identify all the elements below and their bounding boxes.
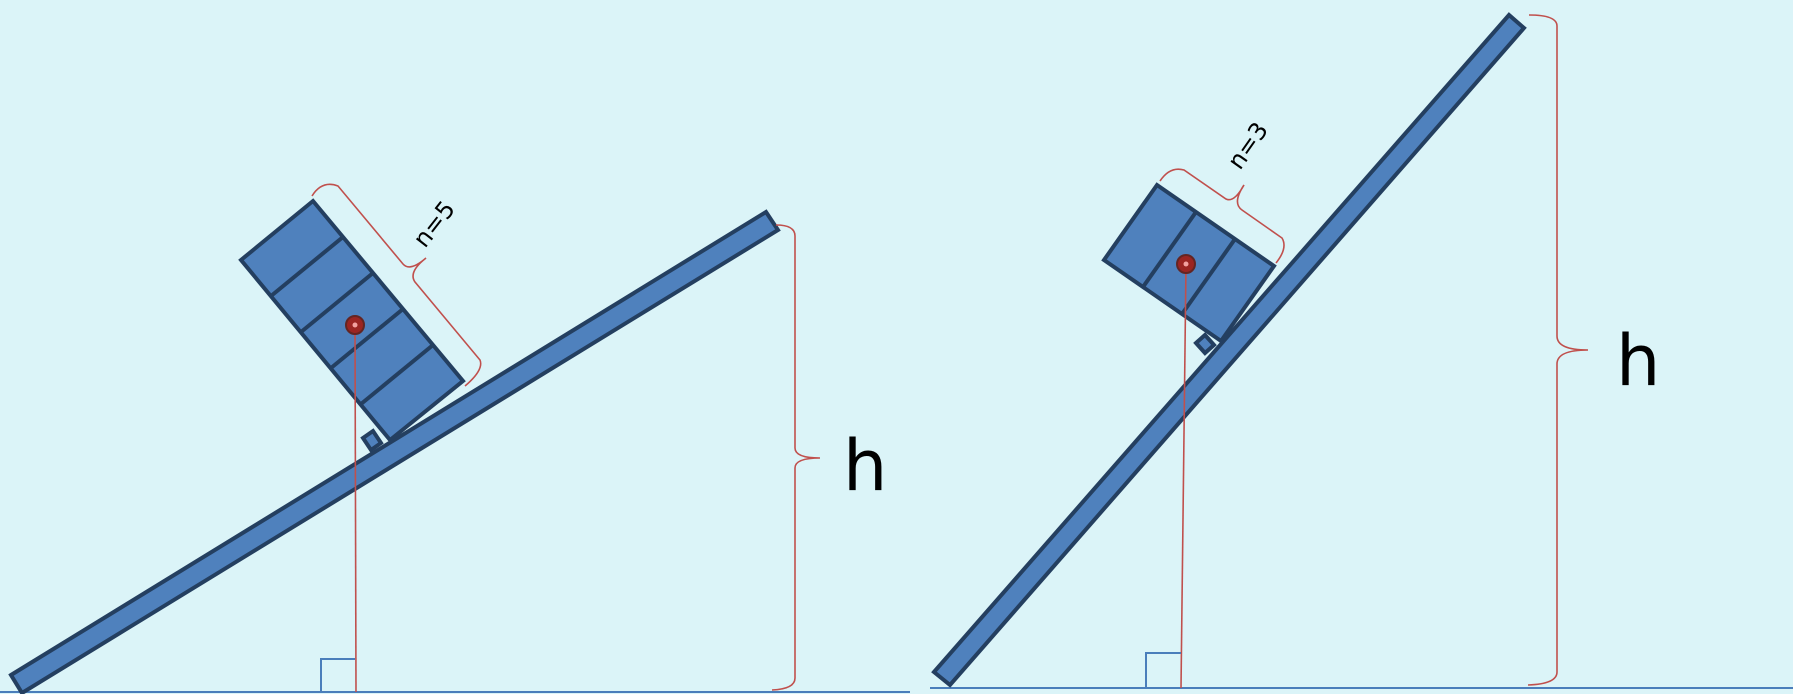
right-contact-marker bbox=[1193, 332, 1217, 356]
left-center-of-mass-core bbox=[352, 322, 358, 328]
right-panel: n=3 h bbox=[930, 12, 1793, 689]
left-incline-beam bbox=[8, 209, 781, 694]
left-plumb-line bbox=[354, 324, 357, 693]
left-count-label: n=5 bbox=[408, 196, 461, 253]
left-panel: n=5 h bbox=[0, 183, 910, 694]
left-height-label: h bbox=[843, 425, 887, 507]
left-block-divider bbox=[299, 271, 375, 334]
right-incline-beam bbox=[931, 12, 1527, 688]
left-block-divider bbox=[329, 307, 405, 370]
right-length-brace bbox=[1159, 168, 1285, 264]
right-right-angle-marker bbox=[1145, 652, 1181, 688]
right-height-brace bbox=[1527, 14, 1589, 686]
right-block-divider bbox=[1141, 210, 1198, 289]
left-right-angle-marker bbox=[320, 658, 355, 692]
right-block-divider bbox=[1180, 237, 1237, 316]
left-height-brace bbox=[771, 224, 821, 691]
left-length-brace bbox=[311, 183, 482, 387]
right-count-label: n=3 bbox=[1222, 117, 1274, 175]
right-center-of-mass-core bbox=[1183, 261, 1189, 267]
left-block-divider bbox=[269, 235, 345, 298]
left-block-divider bbox=[359, 343, 435, 406]
right-height-label: h bbox=[1616, 320, 1660, 402]
right-plumb-line bbox=[1180, 263, 1187, 689]
left-contact-marker bbox=[360, 428, 384, 453]
